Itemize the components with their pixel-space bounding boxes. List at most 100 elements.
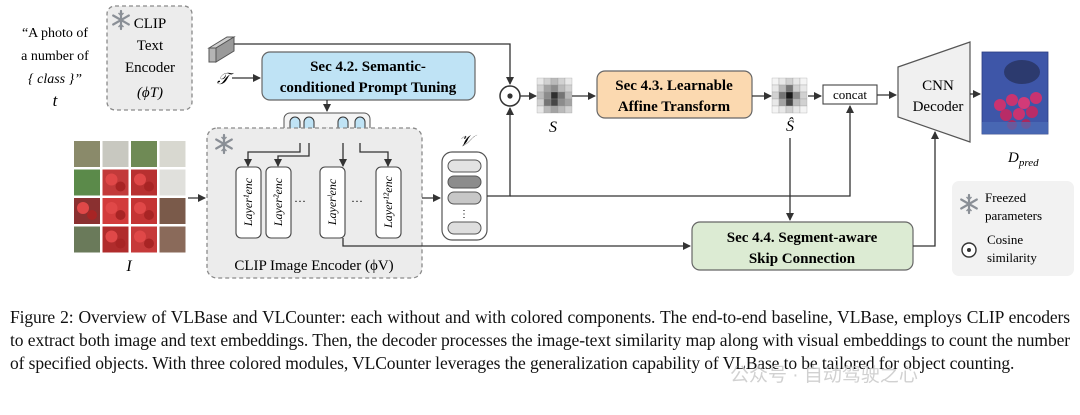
image-patch <box>159 198 186 224</box>
map-cell <box>792 91 801 100</box>
image-symbol: I <box>125 258 132 275</box>
image-patch <box>159 226 186 253</box>
map-cell <box>543 77 552 86</box>
map-cell <box>564 91 573 100</box>
segment-aware-skip-connection-module: Sec 4.4. Segment-aware Skip Connection <box>691 221 914 271</box>
prompt-symbol: t <box>53 91 59 110</box>
text-symbol: 𝒯 <box>217 71 234 88</box>
map-cell <box>799 91 808 100</box>
architecture-diagram: “A photo of a number of { class }” t CLI… <box>21 5 1074 279</box>
encoder-layer <box>319 166 346 239</box>
map-cell <box>771 98 780 107</box>
map-cell <box>799 98 808 107</box>
map-cell <box>792 98 801 107</box>
map-cell <box>792 105 801 114</box>
text-encoder-line-1: CLIP <box>134 16 167 32</box>
skip-line-1: Sec 4.4. Segment-aware <box>727 230 878 246</box>
map-cell <box>550 98 559 107</box>
map-cell <box>543 98 552 107</box>
map-cell <box>785 98 794 107</box>
concat-label: concat <box>833 87 867 102</box>
encoder-layer-label: Layer¹enc <box>241 177 255 227</box>
image-patch <box>74 141 100 167</box>
map-cell <box>778 91 787 100</box>
map-cell <box>771 91 780 100</box>
legend-cos-line-2: similarity <box>987 250 1037 265</box>
map-cell <box>785 91 794 100</box>
map-cell <box>778 98 787 107</box>
legend-cos-line-1: Cosine <box>987 232 1023 247</box>
refined-similarity-map <box>771 77 808 114</box>
prompt-line-3: { class }” <box>28 72 82 87</box>
affine-line-1: Sec 4.3. Learnable <box>615 78 733 94</box>
map-cell <box>564 105 573 114</box>
map-cell <box>771 84 780 93</box>
text-encoder-symbol: (ϕT) <box>137 85 163 101</box>
map-cell <box>778 77 787 86</box>
map-cell <box>536 105 545 114</box>
map-cell <box>557 105 566 114</box>
legend: Freezed parameters Cosine similarity <box>952 181 1074 276</box>
map-cell <box>785 84 794 93</box>
image-patch <box>131 141 157 167</box>
map-cell <box>564 84 573 93</box>
refined-symbol: Ŝ <box>786 116 794 135</box>
map-cell <box>557 91 566 100</box>
semantic-prompt-tuning-module: Sec 4.2. Semantic- conditioned Prompt Tu… <box>261 51 476 101</box>
visual-symbol: 𝒱 <box>459 133 478 150</box>
image-encoder-label: CLIP Image Encoder (ϕV) <box>234 258 393 274</box>
clip-text-encoder: CLIP Text Encoder (ϕT) <box>106 5 193 111</box>
connectors <box>188 43 981 250</box>
learnable-affine-transform-module: Sec 4.3. Learnable Affine Transform <box>596 70 753 119</box>
map-cell <box>771 105 780 114</box>
text-encoder-line-2: Text <box>137 38 164 54</box>
prompt-tuning-line-2: conditioned Prompt Tuning <box>280 80 457 96</box>
figure-caption: Figure 2: Overview of VLBase and VLCount… <box>10 307 1070 373</box>
skip-line-2: Skip Connection <box>749 251 856 267</box>
encoder-layer-label: Layerˡenc <box>325 178 339 226</box>
image-patch <box>74 169 100 196</box>
cosine-similarity-node <box>499 85 521 107</box>
legend-freeze-line-2: parameters <box>985 208 1042 223</box>
map-cell <box>778 105 787 114</box>
text-encoder-line-3: Encoder <box>125 60 175 76</box>
map-cell <box>799 77 808 86</box>
watermark: 公众号 · 自动驾驶之心 <box>730 365 918 386</box>
encoder-layer-label: Layer²enc <box>271 177 285 227</box>
decoder-line-1: CNN <box>922 78 954 94</box>
predicted-density-map <box>981 51 1049 135</box>
map-cell <box>536 84 545 93</box>
text-prompt: “A photo of a number of { class }” t <box>21 26 89 110</box>
text-embedding-bar <box>207 36 236 63</box>
map-cell <box>543 84 552 93</box>
map-cell <box>550 105 559 114</box>
map-cell <box>564 98 573 107</box>
visual-embeddings: ⋮ <box>441 151 488 241</box>
layer-dots-1: ··· <box>294 194 306 208</box>
affine-line-2: Affine Transform <box>618 99 731 115</box>
map-cell <box>557 84 566 93</box>
encoder-layer <box>375 166 402 239</box>
decoder-line-2: Decoder <box>913 99 964 115</box>
prompt-tuning-line-1: Sec 4.2. Semantic- <box>310 59 426 75</box>
map-cell <box>543 105 552 114</box>
map-cell <box>771 77 780 86</box>
map-cell <box>536 77 545 86</box>
cnn-decoder: CNN Decoder <box>897 41 971 143</box>
map-cell <box>543 91 552 100</box>
map-cell <box>536 98 545 107</box>
svg-text:⋮: ⋮ <box>459 209 469 220</box>
image-patch <box>159 169 186 196</box>
prompt-line-2: a number of <box>21 49 89 64</box>
input-image-patches <box>74 141 186 253</box>
map-cell <box>550 77 559 86</box>
encoder-layer-label: Layer¹²enc <box>381 175 395 229</box>
map-cell <box>799 84 808 93</box>
concat-box: concat <box>822 84 878 105</box>
map-cell <box>550 91 559 100</box>
map-cell <box>536 91 545 100</box>
map-cell <box>785 105 794 114</box>
map-cell <box>564 77 573 86</box>
encoder-layer <box>265 166 292 239</box>
prompt-line-1: “A photo of <box>22 26 88 41</box>
